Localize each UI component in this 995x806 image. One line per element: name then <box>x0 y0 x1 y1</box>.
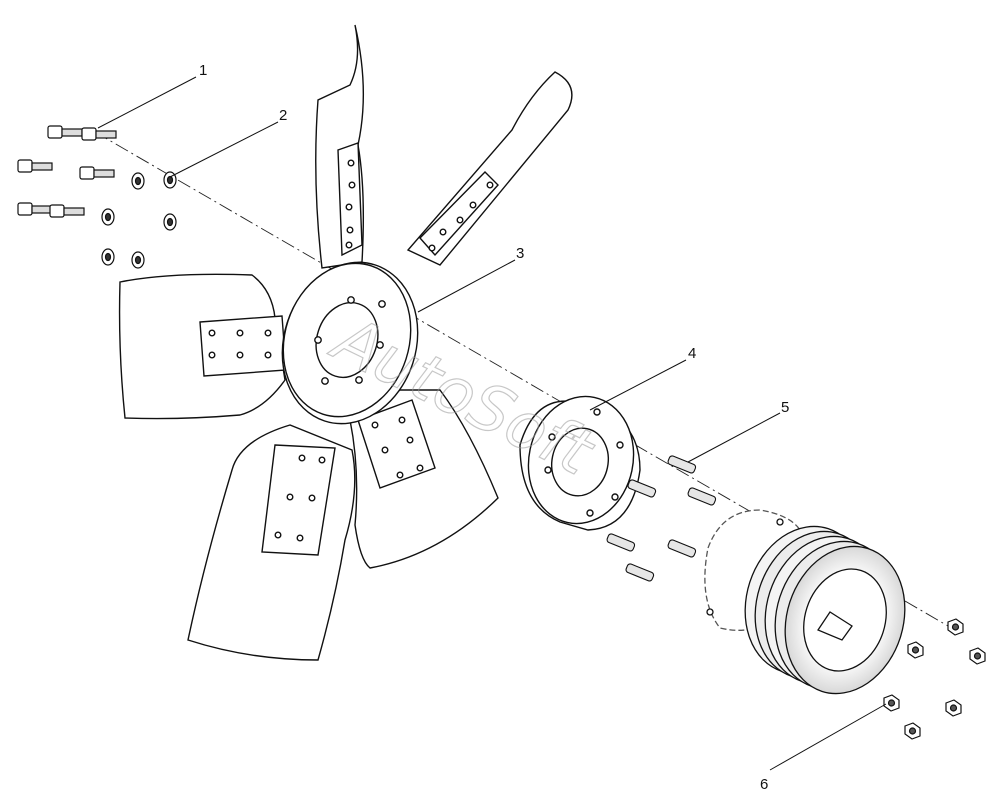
bolt <box>47 125 83 139</box>
stud <box>625 563 655 582</box>
leader-line-6 <box>769 703 887 771</box>
washer <box>101 208 115 226</box>
stud <box>667 539 697 558</box>
washer <box>101 248 115 266</box>
stud <box>627 479 657 498</box>
bolt <box>17 159 53 173</box>
stud <box>667 455 697 474</box>
washer <box>163 213 177 231</box>
studs-group <box>606 455 717 582</box>
nut <box>945 699 962 717</box>
stud <box>687 487 717 506</box>
leader-line-2 <box>169 121 279 178</box>
washer <box>131 172 145 190</box>
stud <box>606 533 636 552</box>
nut <box>947 618 964 636</box>
bolt <box>17 202 53 216</box>
fan-hub-plate <box>281 261 419 425</box>
leader-line-3 <box>417 259 516 313</box>
nut <box>907 641 924 659</box>
callout-3: 3 <box>516 245 524 262</box>
washers-group <box>101 171 177 269</box>
fan-assembly <box>118 24 573 661</box>
bolt <box>49 204 85 218</box>
washer <box>131 251 145 269</box>
callout-4: 4 <box>688 345 696 362</box>
callouts <box>97 76 887 771</box>
callout-5: 5 <box>781 399 789 416</box>
fan-blade-lower-right <box>349 389 499 569</box>
bolt <box>81 127 117 141</box>
fan-blade-left <box>118 273 287 420</box>
bolts-group <box>17 125 117 218</box>
spacer-ring <box>519 395 641 531</box>
nuts-group <box>883 618 986 740</box>
callout-2: 2 <box>279 107 287 124</box>
leader-line-1 <box>97 76 197 129</box>
callout-1: 1 <box>199 62 207 79</box>
pulley-hub <box>704 509 906 695</box>
leader-line-4 <box>589 359 687 411</box>
fan-blade-top <box>315 24 365 269</box>
fan-blade-lower-left <box>187 424 356 661</box>
nut <box>969 647 986 665</box>
callout-6: 6 <box>760 776 768 793</box>
nut <box>904 722 921 740</box>
bolt <box>79 166 115 180</box>
leader-line-5 <box>687 412 781 463</box>
nut <box>883 694 900 712</box>
fan-blade-upper-right <box>406 71 573 266</box>
